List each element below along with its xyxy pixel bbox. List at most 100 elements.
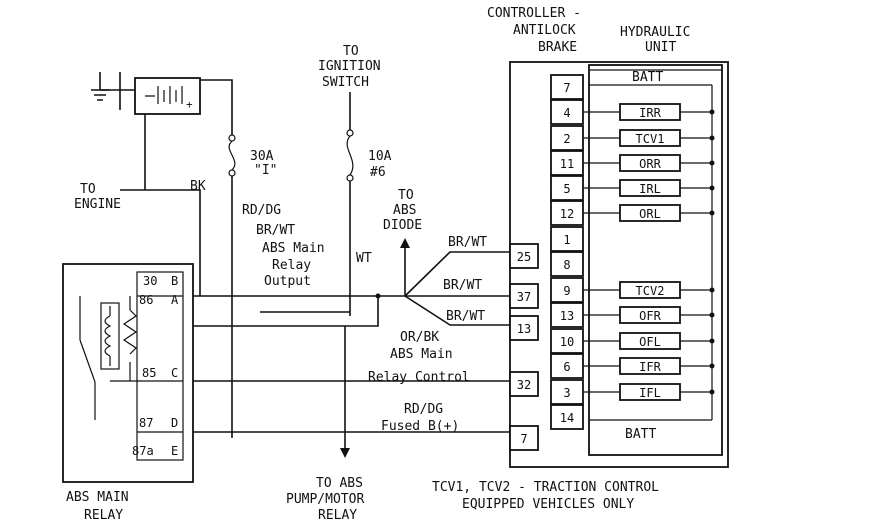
footnote-line-2: EQUIPPED VEHICLES ONLY xyxy=(462,497,634,512)
hcu-pin-14: 14 xyxy=(560,411,574,425)
valve-irl: IRL xyxy=(639,182,661,196)
fuse-30a xyxy=(228,125,236,438)
hcu-batt-top: BATT xyxy=(632,70,663,85)
valve-box xyxy=(619,332,681,350)
brwt-label-main: BR/WT xyxy=(256,223,295,238)
valve-ofl: OFL xyxy=(639,335,661,349)
hcu-pin-4: 4 xyxy=(563,106,570,120)
hcu-pin-box xyxy=(550,353,584,379)
ignition-to-label: TO xyxy=(343,44,359,59)
relay-output-label-1: ABS Main xyxy=(262,241,325,256)
hcu-pin-10: 10 xyxy=(560,335,574,349)
valve-irr: IRR xyxy=(639,106,661,120)
pump-to-label: TO ABS xyxy=(316,476,363,491)
valve-box xyxy=(619,204,681,222)
relay-pin-86: 86 xyxy=(139,293,153,307)
fuse-10a-id: #6 xyxy=(370,165,386,180)
abs-main-relay xyxy=(62,263,194,483)
relay-title-2: RELAY xyxy=(84,508,123,523)
hcu-pin-13: 13 xyxy=(560,309,574,323)
hcu-pin-12: 12 xyxy=(560,207,574,221)
hcu-pin-box xyxy=(550,251,584,277)
valve-box xyxy=(619,306,681,324)
controller-pin-box xyxy=(509,425,539,451)
controller-pin-32: 32 xyxy=(517,378,531,392)
hcu-pin-box xyxy=(550,150,584,176)
valve-box xyxy=(619,281,681,299)
fuse-10a-rating: 10A xyxy=(368,149,392,164)
valve-orl: ORL xyxy=(639,207,661,221)
relay-pin-b: B xyxy=(171,274,178,288)
engine-label: ENGINE xyxy=(74,197,121,212)
valve-box xyxy=(619,154,681,172)
brwt-label-13: BR/WT xyxy=(446,309,485,324)
rddg-fused-wire-label: RD/DG xyxy=(404,402,443,417)
hcu-pin-box xyxy=(550,379,584,405)
hcu-pin-11: 11 xyxy=(560,157,574,171)
controller-pin-box xyxy=(509,371,539,397)
hcu-pin-3: 3 xyxy=(563,386,570,400)
relay-pin-labels: 30 B 86 A 85 C 87 D 87a E xyxy=(132,274,179,458)
fuse-10a xyxy=(346,92,354,316)
controller-pin-box xyxy=(509,243,539,269)
svg-text:+: + xyxy=(186,98,193,111)
hcu-pin-box xyxy=(550,99,584,125)
battery: + xyxy=(100,72,233,190)
hcu-pin-7: 7 xyxy=(563,81,570,95)
fuse-30a-rating: 30A xyxy=(250,149,274,164)
ignition-label: IGNITION xyxy=(318,59,381,74)
hcu-pin-9: 9 xyxy=(563,284,570,298)
wt-wire-label: WT xyxy=(356,251,372,266)
relay-pin-c: C xyxy=(171,366,178,380)
valve-box xyxy=(619,129,681,147)
hcu-title: HYDRAULIC xyxy=(620,25,690,40)
hcu-pin-box xyxy=(550,226,584,252)
pump-relay-label: RELAY xyxy=(318,508,357,523)
controller-pin-group: 25 37 13 32 7 xyxy=(509,243,539,451)
relay-pin-a: A xyxy=(171,293,179,307)
relay-pin-e: E xyxy=(171,444,178,458)
valve-orr: ORR xyxy=(639,157,661,171)
controller-pin-25: 25 xyxy=(517,250,531,264)
valve-tcv1: TCV1 xyxy=(636,132,665,146)
valve-ifr: IFR xyxy=(639,360,661,374)
hcu-pin-box xyxy=(550,175,584,201)
valve-tcv2: TCV2 xyxy=(636,284,665,298)
brwt-label-25: BR/WT xyxy=(448,235,487,250)
relay-pin-87: 87 xyxy=(139,416,153,430)
controller-pin-box xyxy=(509,283,539,309)
hcu-pin-box xyxy=(550,74,584,100)
controller-antilock: ANTILOCK xyxy=(513,23,576,38)
hcu-pin-5: 5 xyxy=(563,182,570,196)
valve-box xyxy=(619,103,681,121)
controller-pin-7: 7 xyxy=(520,432,527,446)
controller-title: CONTROLLER - xyxy=(487,6,581,21)
relay-control-label-1: ABS Main xyxy=(390,347,453,362)
hcu-pin-box xyxy=(550,200,584,226)
hcu-pin-box xyxy=(550,302,584,328)
controller-brake: BRAKE xyxy=(538,40,577,55)
hcu-pin-box xyxy=(550,125,584,151)
valve-box xyxy=(619,179,681,197)
controller-pin-13: 13 xyxy=(517,322,531,336)
relay-control-label-2: Relay Control xyxy=(368,370,470,385)
ground-symbol xyxy=(91,72,109,101)
hcu-pin-box xyxy=(550,277,584,303)
controller-pin-37: 37 xyxy=(517,290,531,304)
relay-pin-85: 85 xyxy=(142,366,156,380)
diode-abs-label: ABS xyxy=(393,203,416,218)
controller-pin-box xyxy=(509,315,539,341)
valve-box xyxy=(619,383,681,401)
pump-motor-label: PUMP/MOTOR xyxy=(286,492,364,507)
footnote-line-1: TCV1, TCV2 - TRACTION CONTROL xyxy=(432,480,659,495)
hcu-pin-6: 6 xyxy=(563,360,570,374)
hcu-pin-8: 8 xyxy=(563,258,570,272)
fuse-30a-id: "I" xyxy=(254,163,277,178)
bk-wire-label: BK xyxy=(190,179,206,194)
relay-output-label-2: Relay xyxy=(272,258,311,273)
diode-to-label: TO xyxy=(398,188,414,203)
ignition-switch-label: SWITCH xyxy=(322,75,369,90)
